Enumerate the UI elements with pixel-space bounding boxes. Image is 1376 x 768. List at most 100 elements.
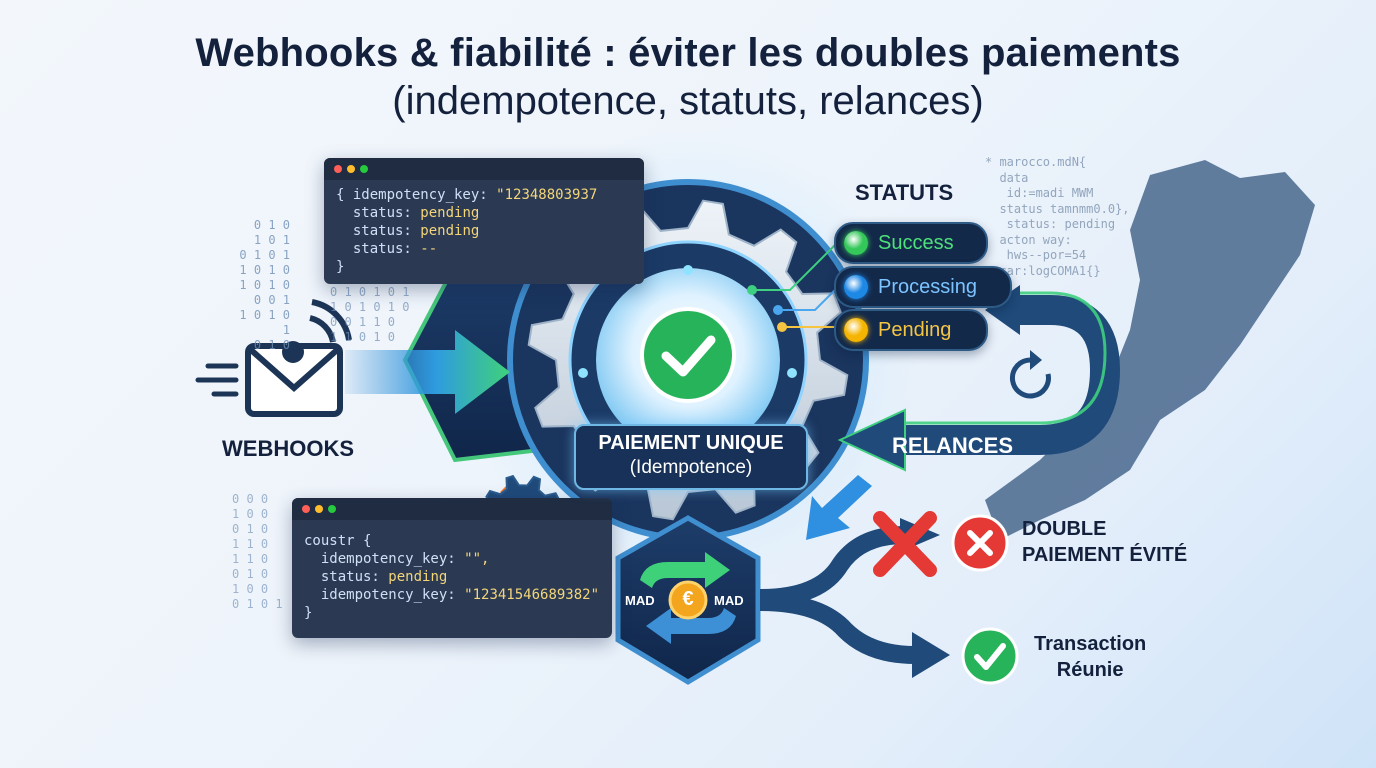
ghost-code-line: data [985,170,1029,185]
ghost-code-line: status: pending [985,217,1116,231]
binary-line: 1 0 1 [253,233,290,247]
code-line: coustr { [304,532,612,550]
connector-dot [747,285,757,295]
ghost-code-line: status tamnmm0.0}, [985,201,1130,216]
coin-icon [668,580,708,620]
binary-line: 0 1 0 1 [232,597,283,611]
paiement-unique-label: PAIEMENT UNIQUE [598,432,784,454]
binary-line: 0 0 1 [253,293,290,307]
check-mark-icon [661,335,716,377]
code-key: } [336,259,345,275]
ghost-code: * marocco.mdN{ data id:=madi MWM status … [985,155,1130,279]
close-dot-icon [334,165,342,173]
envelope-icon [245,299,352,417]
status-dot-icon [844,231,868,255]
currency-right-label: MAD [714,593,744,608]
binary-line: 0 1 0 1 0 1 [330,285,410,299]
outcome-line-1: DOUBLE [1022,518,1107,540]
status-pill-pending: Pending [834,309,988,351]
relances-top-arrowhead-icon [985,285,1020,335]
code-window-titlebar [292,498,612,520]
connector-dot [777,322,787,332]
binary-line: 1 1 0 [232,552,269,566]
title-line-1: Webhooks & fiabilité : éviter les double… [195,31,1181,75]
outcome-line-2: Réunie [1056,659,1124,681]
check-badge-icon [640,307,736,403]
code-line: idempotency_key: "12341546689382" [304,586,612,604]
code-value: "", [464,551,490,567]
error-x-icon [967,530,993,556]
code-key: status: [336,241,421,257]
code-window-bottom: coustr { idempotency_key: "", status: pe… [292,498,612,638]
webhooks-label: WEBHOOKS [222,436,354,461]
status-label: Success [878,232,954,254]
code-window-titlebar [324,158,644,180]
paiement-unique-box: PAIEMENT UNIQUE (Idempotence) [574,424,808,490]
binary-line: 1 1 0 1 0 [330,330,396,344]
relances-label: RELANCES [892,433,1014,458]
speed-lines-icon [195,363,239,397]
branch-bottom-arrowhead-icon [912,632,950,678]
code-line: { idempotency_key: "12348803937 [336,186,644,204]
minimize-dot-icon [315,505,323,513]
currency-left-label: MAD [625,593,655,608]
refresh-icon [1009,350,1051,399]
binary-line: 1 0 1 0 1 [239,308,290,337]
currency-arrow-bottom-icon [646,608,736,644]
code-value: -- [420,241,438,257]
blue-arrow-icon [806,475,872,540]
binary-line: 1 0 1 0 [239,278,290,292]
ghost-code-line: * marocco.mdN{ [985,155,1087,169]
currency-symbol: € [682,588,694,610]
ghost-code-line: acton way: [985,232,1072,247]
binary-line: 0 0 0 [232,492,269,506]
close-dot-icon [302,505,310,513]
currency-arrow-top-icon [640,552,730,588]
status-connector [750,239,841,291]
code-value: "12341546689382" [464,587,600,603]
branch-bottom [759,593,916,664]
status-label: Processing [878,276,977,298]
binary-line: 0 1 0 1 [239,248,290,262]
binary-line: 0 1 0 [232,522,269,536]
code-window-body: coustr { idempotency_key: "", status: pe… [292,520,612,622]
page-title: Webhooks & fiabilité : éviter les double… [0,30,1376,124]
ghost-code-line: id:=madi MWM [985,186,1094,200]
code-line: } [304,604,612,622]
code-value: "12348803937 [496,187,598,203]
code-line: status: pending [304,568,612,586]
code-key: status: [304,569,389,585]
code-key: status: [336,223,421,239]
code-value: pending [420,223,480,239]
code-key: } [304,605,313,621]
code-line: } [336,258,644,276]
code-line: idempotency_key: "", [304,550,612,568]
binary-line: 1 1 0 [232,537,269,551]
minimize-dot-icon [347,165,355,173]
red-cross-icon [873,511,937,577]
code-line: status: pending [336,222,644,240]
binary-line: 1 0 1 0 1 0 [330,300,410,314]
success-badge-icon [961,627,1019,685]
code-line: status: -- [336,240,644,258]
binary-line: 0 1 0 [253,338,290,352]
status-label: Pending [878,319,952,341]
ring-dot [787,368,797,378]
success-check-icon [974,643,1006,670]
transaction-success: Transaction Réunie [1034,631,1146,683]
maximize-dot-icon [328,505,336,513]
binary-line: 0 0 1 1 0 [330,315,396,329]
status-dot-icon [844,275,868,299]
code-key: coustr { [304,533,372,549]
binary-line: 1 0 0 [232,582,269,596]
code-window-body: { idempotency_key: "12348803937 status: … [324,180,644,276]
ghost-code-line: scar:logCOMA1{} [985,263,1101,278]
ring-dot [683,265,693,275]
code-key: idempotency_key: [304,587,465,603]
binary-line: 0 1 0 [232,567,269,581]
status-pill-processing: Processing [834,266,1012,308]
maximize-dot-icon [360,165,368,173]
